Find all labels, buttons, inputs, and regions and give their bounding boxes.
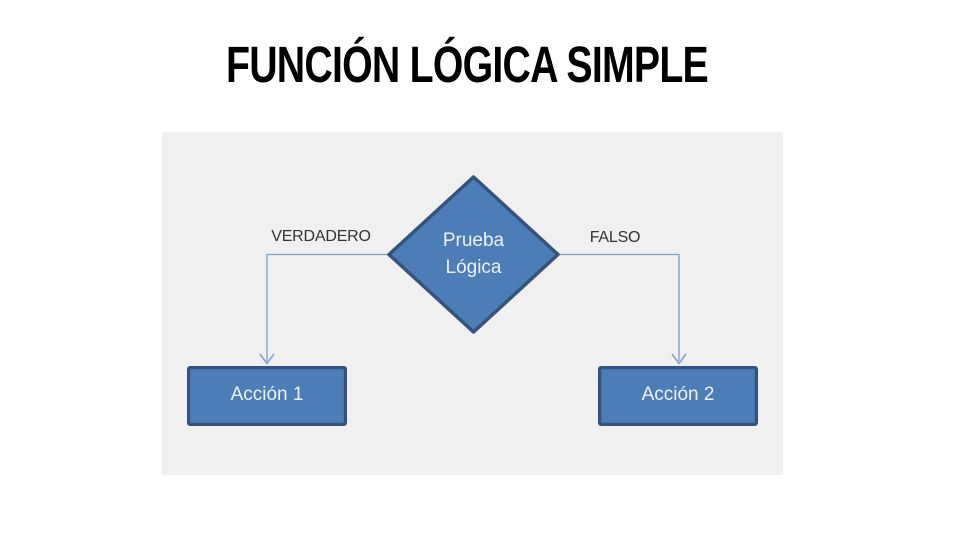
true-branch-connector	[266, 253, 388, 361]
false-branch-label: FALSO	[589, 229, 641, 246]
decision-diamond-shape	[387, 175, 560, 334]
flowchart-canvas	[187, 175, 759, 427]
flowchart-panel: VERDADERO FALSO Prueba Lógica Acción 1 A…	[162, 132, 783, 475]
action2-box	[598, 366, 759, 427]
decision-label-line2: Lógica	[445, 257, 502, 278]
action1-label: Acción 1	[230, 384, 304, 405]
false-branch-arrowhead-icon	[671, 353, 687, 365]
action1-box	[187, 366, 348, 427]
decision-label-line1: Prueba	[442, 230, 505, 251]
decision-node-label: Prueba Lógica	[393, 227, 554, 281]
false-branch-connector	[559, 253, 680, 361]
true-branch-arrowhead-icon	[259, 353, 275, 365]
page-title: FUNCIÓN LÓGICA SIMPLE	[226, 36, 709, 93]
action2-label: Acción 2	[641, 384, 715, 405]
true-branch-label: VERDADERO	[271, 228, 371, 245]
